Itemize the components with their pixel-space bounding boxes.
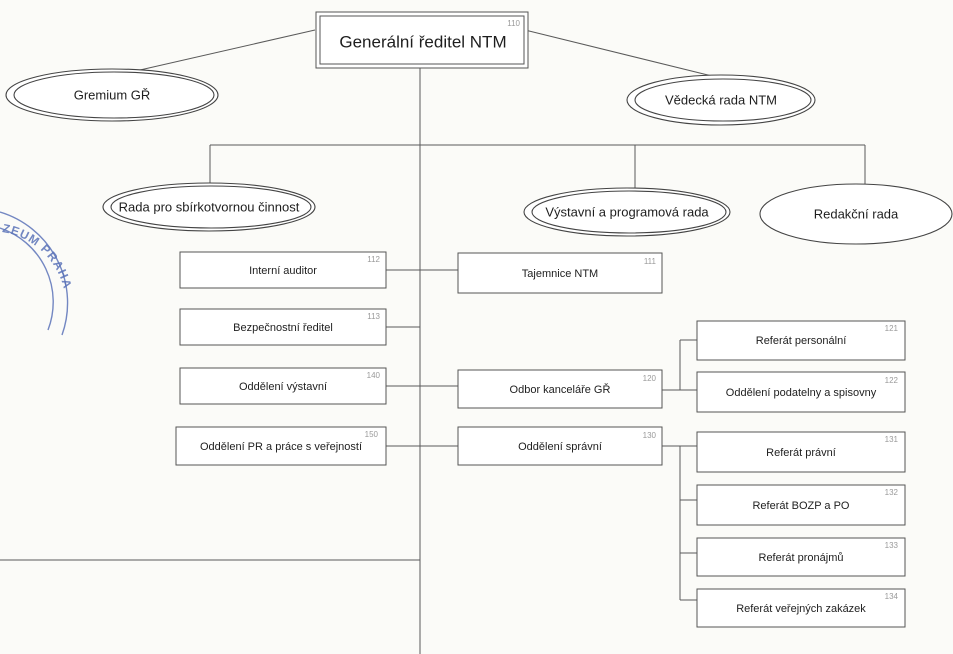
unit-number: 112 <box>367 255 380 264</box>
unit-label: Oddělení podatelny a spisovny <box>726 387 877 399</box>
unit-number: 122 <box>885 376 899 385</box>
unit-label: Tajemnice NTM <box>522 268 598 280</box>
unit-label: Referát pronájmů <box>759 552 844 564</box>
connector-lines <box>0 29 866 654</box>
unit-tajemnice: Tajemnice NTM 111 <box>457 252 663 294</box>
unit-oddeleni-podatelny: Oddělení podatelny a spisovny 122 <box>696 371 906 413</box>
unit-label: Oddělení PR a práce s veřejností <box>200 441 362 453</box>
unit-referat-pravni: Referát právní 131 <box>696 431 906 473</box>
unit-referat-verejnych-zakazek: Referát veřejných zakázek 134 <box>696 588 906 628</box>
unit-referat-personalni: Referát personální 121 <box>696 320 906 361</box>
unit-number: 120 <box>643 374 657 383</box>
director-number: 110 <box>507 19 520 28</box>
gremium-ellipse: Gremium GŘ <box>5 68 219 122</box>
unit-label: Referát právní <box>766 447 836 459</box>
unit-number: 131 <box>885 435 899 444</box>
unit-label: Oddělení správní <box>518 441 602 453</box>
unit-number: 150 <box>365 430 379 439</box>
unit-number: 113 <box>367 312 380 321</box>
vedecka-rada-ellipse: Vědecká rada NTM <box>626 74 816 126</box>
unit-odbor-kancelare: Odbor kanceláře GŘ 120 <box>457 369 663 409</box>
unit-label: Referát personální <box>756 335 847 347</box>
unit-number: 121 <box>885 324 899 333</box>
unit-number: 140 <box>367 371 381 380</box>
unit-label: Interní auditor <box>249 265 317 277</box>
vedecka-rada-label: Vědecká rada NTM <box>665 92 777 107</box>
unit-label: Odbor kanceláře GŘ <box>510 383 611 396</box>
unit-bezpecnostni-reditel: Bezpečnostní ředitel 113 <box>179 308 387 346</box>
unit-label: Referát veřejných zakázek <box>736 603 866 615</box>
unit-label: Oddělení výstavní <box>239 381 327 393</box>
unit-oddeleni-pr: Oddělení PR a práce s veřejností 150 <box>175 426 387 466</box>
unit-number: 130 <box>643 431 657 440</box>
rada-redakcni-label: Redakční rada <box>814 206 899 221</box>
unit-label: Referát BOZP a PO <box>752 500 849 512</box>
director-label: Generální ředitel NTM <box>339 32 506 51</box>
rada-sbirkotvorna-label: Rada pro sbírkotvornou činnost <box>119 199 300 214</box>
rada-redakcni-ellipse: Redakční rada <box>759 183 953 245</box>
director-box: Generální ředitel NTM 110 <box>315 11 529 69</box>
unit-number: 133 <box>885 541 899 550</box>
rada-vystavni-label: Výstavní a programová rada <box>545 204 709 219</box>
unit-interni-auditor: Interní auditor 112 <box>179 251 387 289</box>
unit-oddeleni-vystavni: Oddělení výstavní 140 <box>179 367 387 405</box>
unit-number: 111 <box>644 257 657 266</box>
rada-vystavni-ellipse: Výstavní a programová rada <box>523 187 731 237</box>
unit-oddeleni-spravni: Oddělení správní 130 <box>457 426 663 466</box>
unit-label: Bezpečnostní ředitel <box>233 322 333 334</box>
unit-referat-pronajmu: Referát pronájmů 133 <box>696 537 906 577</box>
unit-number: 134 <box>885 592 899 601</box>
rada-sbirkotvorna-ellipse: Rada pro sbírkotvornou činnost <box>102 182 316 232</box>
gremium-label: Gremium GŘ <box>74 87 151 102</box>
unit-number: 132 <box>885 488 899 497</box>
unit-referat-bozp: Referát BOZP a PO 132 <box>696 484 906 526</box>
museum-stamp: ZEUM PRAHA <box>0 211 74 336</box>
